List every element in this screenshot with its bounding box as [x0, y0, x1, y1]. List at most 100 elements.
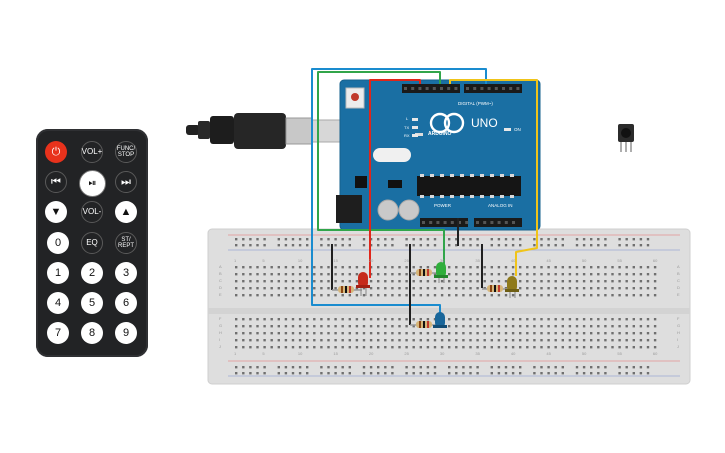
breadboard-hole — [348, 294, 351, 297]
column-number: 25 — [404, 351, 409, 356]
rewind-button[interactable]: ⏮ — [45, 171, 67, 193]
rail-hole — [362, 238, 366, 241]
eq-button[interactable]: EQ — [81, 232, 103, 254]
breadboard-hole — [249, 287, 252, 290]
breadboard[interactable] — [207, 228, 691, 385]
reset-button[interactable] — [351, 93, 359, 101]
breadboard-hole — [242, 318, 245, 321]
breadboard-hole — [412, 273, 415, 276]
led-yellow — [505, 276, 519, 298]
rail-hole — [448, 372, 451, 375]
digit-5-button[interactable]: 5 — [81, 292, 103, 314]
breadboard-hole — [590, 266, 593, 269]
ir-receiver[interactable] — [618, 124, 634, 152]
row-letter: F — [677, 316, 680, 321]
breadboard-hole — [639, 266, 643, 269]
breadboard-hole — [462, 339, 465, 342]
breadboard-hole — [618, 339, 621, 342]
breadboard-hole — [547, 346, 550, 349]
digit-4-button[interactable]: 4 — [47, 292, 69, 314]
breadboard-hole — [568, 266, 572, 269]
breadboard-hole — [270, 287, 273, 290]
breadboard-hole — [433, 287, 437, 290]
digit-0-button[interactable]: 0 — [47, 232, 69, 254]
rail-hole — [597, 372, 600, 375]
breadboard-hole — [377, 280, 380, 283]
digit-8-button[interactable]: 8 — [81, 322, 103, 344]
st-rept-button[interactable]: ST/ REPT — [115, 232, 137, 254]
digit-2-button[interactable]: 2 — [81, 262, 103, 284]
digit-9-button[interactable]: 9 — [115, 322, 137, 344]
down-button[interactable]: ▼ — [45, 201, 67, 223]
breadboard-hole — [575, 273, 579, 276]
rail-hole — [320, 372, 323, 375]
rail-hole — [625, 366, 628, 369]
rail-hole — [249, 238, 252, 241]
breadboard-hole — [476, 346, 479, 349]
func-stop-button[interactable]: FUNC/ STOP — [115, 141, 137, 163]
power-button[interactable]: ⏻ — [45, 141, 67, 163]
breadboard-hole — [604, 294, 607, 297]
rail-hole — [519, 244, 522, 247]
rail-hole — [519, 238, 522, 241]
rail-hole — [334, 238, 337, 241]
breadboard-hole — [398, 273, 401, 276]
breadboard-hole — [412, 346, 415, 349]
breadboard-hole — [398, 280, 401, 283]
header-pin — [502, 87, 505, 90]
rail-hole — [369, 366, 373, 369]
digit-7-button[interactable]: 7 — [47, 322, 69, 344]
rail-hole — [291, 238, 295, 241]
breadboard-hole — [632, 346, 635, 349]
breadboard-hole — [391, 318, 394, 321]
breadboard-hole — [590, 294, 593, 297]
rail-hole — [377, 238, 380, 241]
breadboard-hole — [462, 318, 465, 321]
rail-hole — [618, 244, 621, 247]
breadboard-hole — [469, 346, 472, 349]
breadboard-hole — [632, 332, 635, 335]
breadboard-hole — [256, 287, 259, 290]
breadboard-hole — [476, 325, 479, 328]
header-pin — [440, 87, 443, 90]
play-pause-button[interactable]: ⏯ — [79, 170, 106, 197]
breadboard-hole — [341, 339, 344, 342]
column-number: 35 — [475, 258, 480, 263]
rail-hole — [419, 238, 422, 241]
breadboard-hole — [462, 266, 465, 269]
breadboard-hole — [405, 325, 408, 328]
digit-6-button[interactable]: 6 — [115, 292, 137, 314]
breadboard-hole — [320, 294, 323, 297]
rail-hole — [533, 366, 536, 369]
breadboard-hole — [554, 294, 557, 297]
breadboard-hole — [235, 325, 238, 328]
breadboard-hole — [455, 325, 458, 328]
vol-up-button[interactable]: VOL+ — [81, 141, 103, 163]
rail-hole — [249, 372, 252, 375]
breadboard-hole — [334, 273, 337, 276]
digital-header-right[interactable] — [464, 84, 522, 93]
breadboard-hole — [526, 346, 529, 349]
rail-hole — [235, 244, 238, 247]
breadboard-hole — [455, 280, 458, 283]
rail-hole — [597, 238, 600, 241]
rail-hole — [426, 244, 430, 247]
digit-1-button[interactable]: 1 — [47, 262, 69, 284]
breadboard-hole — [348, 339, 351, 342]
fast-forward-button[interactable]: ⏭ — [115, 171, 137, 193]
breadboard-hole — [653, 280, 657, 283]
breadboard-hole — [242, 273, 245, 276]
rail-hole — [575, 238, 579, 241]
rail-hole — [455, 238, 458, 241]
breadboard-hole — [377, 294, 380, 297]
leds[interactable] — [356, 262, 519, 328]
rail-hole — [369, 244, 373, 247]
vol-down-button[interactable]: VOL- — [81, 201, 103, 223]
arduino-uno-board[interactable] — [336, 79, 541, 231]
up-button[interactable]: ▲ — [115, 201, 137, 223]
breadboard-hole — [249, 294, 252, 297]
digit-3-button[interactable]: 3 — [115, 262, 137, 284]
breadboard-hole — [483, 266, 486, 269]
rail-hole — [632, 372, 635, 375]
digital-header-left[interactable] — [402, 84, 460, 93]
